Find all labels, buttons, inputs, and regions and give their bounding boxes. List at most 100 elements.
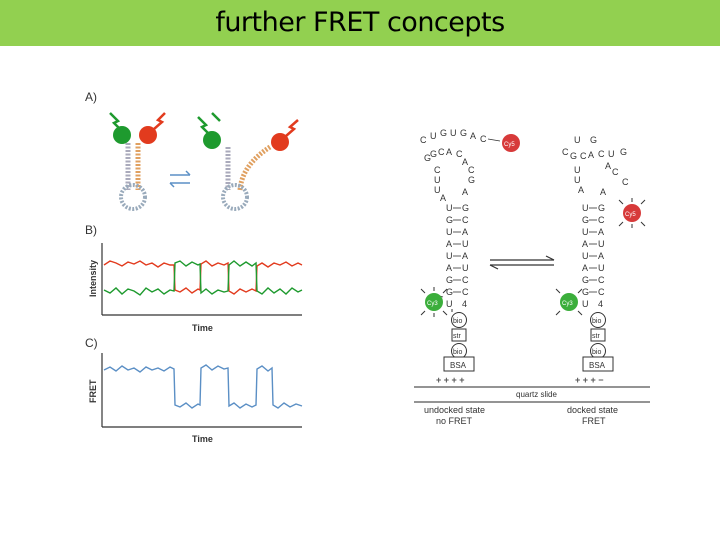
svg-text:G: G <box>462 203 469 213</box>
svg-text:C: C <box>598 149 605 159</box>
svg-text:G: G <box>590 135 597 145</box>
red-trace <box>103 260 303 295</box>
equilibrium-arrows-right <box>489 255 555 270</box>
emission-bolt-icon <box>153 112 166 130</box>
svg-text:G: G <box>598 203 605 213</box>
svg-text:U: U <box>574 175 581 185</box>
svg-text:U: U <box>608 149 615 159</box>
cy5-label-undocked: Cy5 <box>504 142 515 148</box>
str-label-undocked: str <box>453 333 461 340</box>
svg-text:C: C <box>462 287 469 297</box>
bio-label-undocked-bottom: bio <box>453 349 462 356</box>
svg-text:U: U <box>582 227 589 237</box>
svg-text:U: U <box>574 165 581 175</box>
svg-text:C: C <box>598 275 605 285</box>
equilibrium-arrows <box>169 170 191 188</box>
bio-label-undocked-top: bio <box>453 318 462 325</box>
green-trace <box>103 260 303 296</box>
svg-text:A: A <box>582 263 588 273</box>
svg-text:G: G <box>446 215 453 225</box>
panel-b-label: B) <box>85 223 97 237</box>
cy3-label-undocked: Cy3 <box>427 301 438 307</box>
svg-text:G: G <box>620 147 627 157</box>
svg-text:G: G <box>582 287 589 297</box>
donor-dye <box>113 126 131 144</box>
excitation-bolt-icon <box>109 112 123 132</box>
svg-text:U: U <box>574 135 581 145</box>
svg-text:U: U <box>434 185 441 195</box>
svg-text:A: A <box>446 147 452 157</box>
svg-text:U: U <box>446 299 453 309</box>
bio-label-docked-top: bio <box>592 318 601 325</box>
svg-text:U: U <box>446 203 453 213</box>
surface-charges-undocked: + + + + <box>436 375 465 385</box>
svg-text:A: A <box>470 131 476 141</box>
fret-trace <box>103 364 303 409</box>
svg-text:C: C <box>420 135 427 145</box>
title-bar <box>0 0 720 46</box>
svg-text:A: A <box>446 263 452 273</box>
svg-text:G: G <box>446 275 453 285</box>
svg-text:C: C <box>468 165 475 175</box>
undocked-state-label: undocked state <box>424 405 485 415</box>
svg-text:C: C <box>562 147 569 157</box>
svg-text:G: G <box>468 175 475 185</box>
c-x-axis-label: Time <box>192 434 213 444</box>
svg-text:C: C <box>434 165 441 175</box>
svg-text:A: A <box>462 227 468 237</box>
svg-text:G: G <box>424 153 431 163</box>
c-y-axis-label: FRET <box>88 379 98 403</box>
svg-text:U: U <box>434 175 441 185</box>
svg-text:A: A <box>588 150 594 160</box>
bsa-label-docked: BSA <box>589 361 606 370</box>
svg-text:A: A <box>605 161 611 171</box>
svg-text:A: A <box>462 187 468 197</box>
svg-text:A: A <box>578 185 584 195</box>
svg-text:A: A <box>462 251 468 261</box>
svg-text:U: U <box>462 239 469 249</box>
cy5-dye-docked <box>623 204 641 222</box>
svg-text:G: G <box>440 128 447 138</box>
left-figure: A) B) Intensity Time C) FRET Time <box>85 90 303 444</box>
docked-state-label: docked state <box>567 405 618 415</box>
panel-a-label: A) <box>85 90 97 104</box>
cy5-label-docked: Cy5 <box>625 212 636 218</box>
svg-text:G: G <box>570 151 577 161</box>
undocked-molecule: C U G U G A C Cy5 G G C A C A C G C U U … <box>420 128 520 385</box>
svg-text:U: U <box>446 227 453 237</box>
svg-text:A: A <box>582 239 588 249</box>
svg-text:C: C <box>480 134 487 144</box>
svg-text:U: U <box>450 128 457 138</box>
svg-text:U: U <box>582 203 589 213</box>
svg-text:4: 4 <box>598 299 603 309</box>
panel-c-label: C) <box>85 336 98 350</box>
bsa-label-undocked: BSA <box>450 361 467 370</box>
svg-text:C: C <box>598 287 605 297</box>
cy3-dye-undocked <box>425 293 443 311</box>
b-x-axis-label: Time <box>192 323 213 333</box>
hairpin-folded <box>197 112 299 211</box>
svg-text:U: U <box>430 131 437 141</box>
svg-text:U: U <box>462 263 469 273</box>
str-label-docked: str <box>592 333 600 340</box>
svg-text:G: G <box>582 215 589 225</box>
right-figure: C U G U G A C Cy5 G G C A C A C G C U U … <box>414 128 650 426</box>
svg-text:C: C <box>462 275 469 285</box>
svg-text:C: C <box>462 215 469 225</box>
svg-text:C: C <box>456 149 463 159</box>
svg-text:U: U <box>598 263 605 273</box>
docked-fret-label: FRET <box>582 416 606 426</box>
svg-text:A: A <box>598 251 604 261</box>
svg-text:G: G <box>430 149 437 159</box>
cy3-dye-docked <box>560 293 578 311</box>
svg-text:A: A <box>600 187 606 197</box>
quartz-slide-label: quartz slide <box>516 390 557 399</box>
svg-text:G: G <box>446 287 453 297</box>
b-y-axis-label: Intensity <box>88 260 98 297</box>
cy3-label-docked: Cy3 <box>562 301 573 307</box>
svg-text:U: U <box>582 299 589 309</box>
svg-text:G: G <box>460 128 467 138</box>
cy5-dye-undocked <box>502 134 520 152</box>
